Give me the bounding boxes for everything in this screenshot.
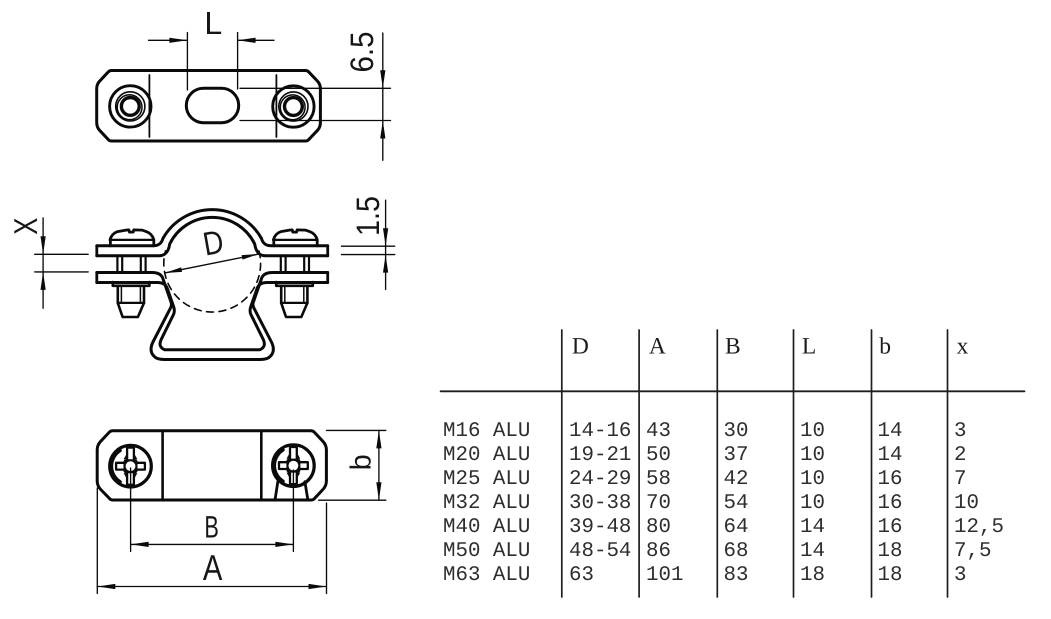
svg-text:6.5: 6.5 bbox=[344, 32, 380, 73]
svg-text:68: 68 bbox=[724, 540, 749, 563]
svg-text:48-54: 48-54 bbox=[569, 540, 631, 563]
svg-text:B: B bbox=[204, 510, 219, 545]
svg-text:80: 80 bbox=[646, 516, 671, 539]
svg-text:14: 14 bbox=[800, 516, 825, 539]
svg-text:101: 101 bbox=[646, 564, 683, 587]
svg-text:54: 54 bbox=[724, 492, 749, 515]
svg-text:M16 ALU: M16 ALU bbox=[443, 420, 530, 443]
svg-text:19-21: 19-21 bbox=[569, 444, 631, 467]
svg-text:10: 10 bbox=[800, 444, 825, 467]
svg-text:83: 83 bbox=[724, 564, 749, 587]
svg-text:14: 14 bbox=[878, 444, 903, 467]
svg-text:3: 3 bbox=[954, 564, 966, 587]
svg-text:B: B bbox=[725, 333, 741, 359]
svg-text:63: 63 bbox=[569, 564, 594, 587]
svg-text:7: 7 bbox=[954, 468, 966, 491]
svg-text:14: 14 bbox=[878, 420, 903, 443]
svg-text:M63 ALU: M63 ALU bbox=[443, 564, 530, 587]
svg-text:30-38: 30-38 bbox=[569, 492, 631, 515]
svg-text:1.5: 1.5 bbox=[350, 196, 386, 236]
svg-text:14: 14 bbox=[800, 540, 825, 563]
svg-text:39-48: 39-48 bbox=[569, 516, 631, 539]
svg-text:D: D bbox=[200, 223, 226, 263]
svg-text:86: 86 bbox=[646, 540, 671, 563]
svg-text:A: A bbox=[203, 547, 223, 588]
svg-text:14-16: 14-16 bbox=[569, 420, 631, 443]
svg-text:2: 2 bbox=[954, 444, 966, 467]
svg-text:10: 10 bbox=[800, 492, 825, 515]
svg-text:18: 18 bbox=[878, 564, 903, 587]
svg-text:10: 10 bbox=[954, 492, 979, 515]
svg-text:b: b bbox=[879, 333, 891, 359]
svg-text:3: 3 bbox=[954, 420, 966, 443]
svg-text:50: 50 bbox=[646, 444, 671, 467]
svg-text:M32 ALU: M32 ALU bbox=[443, 492, 530, 515]
svg-text:M25 ALU: M25 ALU bbox=[443, 468, 530, 491]
svg-text:70: 70 bbox=[646, 492, 671, 515]
svg-text:37: 37 bbox=[724, 444, 749, 467]
svg-text:10: 10 bbox=[800, 468, 825, 491]
svg-text:10: 10 bbox=[800, 420, 825, 443]
svg-text:12,5: 12,5 bbox=[954, 516, 1004, 539]
svg-text:58: 58 bbox=[646, 468, 671, 491]
svg-text:A: A bbox=[649, 333, 666, 359]
svg-text:43: 43 bbox=[646, 420, 671, 443]
svg-text:7,5: 7,5 bbox=[954, 540, 991, 563]
svg-text:18: 18 bbox=[878, 540, 903, 563]
svg-text:x: x bbox=[957, 333, 969, 359]
svg-text:18: 18 bbox=[800, 564, 825, 587]
svg-text:16: 16 bbox=[878, 492, 903, 515]
svg-text:X: X bbox=[7, 218, 44, 235]
svg-text:b: b bbox=[345, 454, 377, 470]
svg-text:16: 16 bbox=[878, 516, 903, 539]
svg-text:D: D bbox=[572, 333, 589, 359]
svg-text:24-29: 24-29 bbox=[569, 468, 631, 491]
svg-text:L: L bbox=[204, 5, 222, 41]
svg-text:30: 30 bbox=[724, 420, 749, 443]
svg-text:M40 ALU: M40 ALU bbox=[443, 516, 530, 539]
svg-text:M50 ALU: M50 ALU bbox=[443, 540, 530, 563]
svg-text:L: L bbox=[802, 333, 816, 359]
svg-text:42: 42 bbox=[724, 468, 749, 491]
svg-text:16: 16 bbox=[878, 468, 903, 491]
svg-text:64: 64 bbox=[724, 516, 749, 539]
svg-text:M20 ALU: M20 ALU bbox=[443, 444, 530, 467]
